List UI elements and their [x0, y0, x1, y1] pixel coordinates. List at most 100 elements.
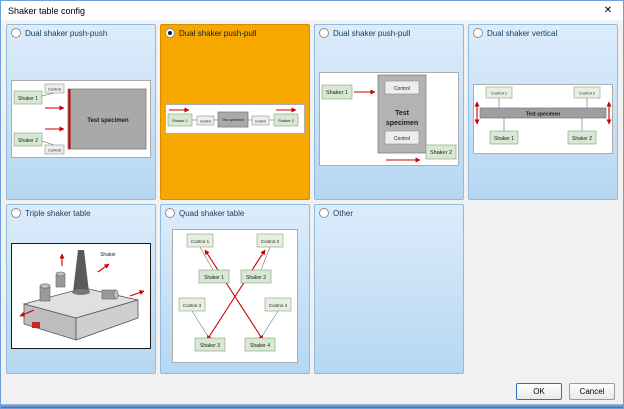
option-label: Other	[333, 208, 354, 218]
control-box	[44, 83, 65, 94]
diagram-triple-shaker-svg: Shaker	[19, 250, 145, 341]
diagram-dual-push-push-svg: Test specimen Shaker 1 Control Shaker 2 …	[13, 83, 147, 155]
shaker1-label: Shaker 1	[494, 136, 514, 142]
control3-box	[178, 297, 206, 312]
shaker2-box	[567, 130, 597, 145]
shaker2-box	[273, 113, 299, 127]
option-grid: Dual shaker push-push Test specimen Shak…	[1, 20, 623, 378]
diagram-quad-shaker: Control 1 Control 2 Shaker 1 Shaker 2 Co…	[172, 229, 298, 363]
shaker4-box	[244, 337, 276, 352]
control-label: Control	[200, 120, 212, 124]
table-side-face	[75, 299, 139, 341]
control1-box	[485, 86, 513, 99]
window-title: Shaker table config	[8, 5, 86, 16]
diagram-dual-vertical: Control 1 Control 2 Test specimen Shaker…	[473, 84, 613, 154]
diagram-dual-push-pull-inline-svg: Shaker 1 Control Test specimen Control S…	[167, 107, 299, 128]
control-label: Control	[394, 136, 410, 142]
option-card-dual-shaker-push-pull-2[interactable]: Dual shaker push-pull Control Test speci…	[314, 24, 464, 200]
window-bottom-border	[1, 404, 623, 408]
card-head: Triple shaker table	[7, 205, 155, 219]
shaker2-label: Shaker 2	[572, 136, 592, 142]
shaker2-label: Shaker 2	[278, 118, 295, 123]
radio-other[interactable]	[319, 208, 329, 218]
shaker1-box	[167, 113, 193, 127]
card-head: Other	[315, 205, 463, 219]
test-specimen-label: Test specimen	[87, 118, 129, 124]
control4-box	[264, 297, 292, 312]
control1-box	[186, 233, 214, 248]
option-card-dual-shaker-push-pull-selected[interactable]: Dual shaker push-pull Shaker 1 Control T…	[160, 24, 310, 200]
option-label: Dual shaker push-push	[25, 28, 108, 38]
control1-label: Control 1	[191, 239, 210, 244]
diagram-triple-shaker: Shaker	[11, 243, 151, 349]
shaker1-box	[321, 84, 353, 100]
control-box	[44, 144, 65, 155]
radio-triple-shaker-table[interactable]	[11, 208, 21, 218]
specimen-label: specimen	[386, 120, 418, 127]
shaker3-box	[194, 337, 226, 352]
card-head: Quad shaker table	[161, 205, 309, 219]
ok-button[interactable]: OK	[516, 382, 562, 400]
test-label: Test	[395, 110, 410, 117]
test-specimen-label: Test specimen	[526, 112, 560, 118]
option-card-quad-shaker-table[interactable]: Quad shaker table Control 1 Control 2 Sh…	[160, 204, 310, 374]
control1-label: Control 1	[491, 91, 508, 96]
control-box	[196, 115, 215, 126]
close-button[interactable]: ✕	[593, 1, 623, 20]
control-label: Control	[48, 87, 61, 92]
titlebar: Shaker table config ✕	[1, 1, 623, 20]
option-label: Quad shaker table	[179, 208, 245, 218]
control-box	[384, 130, 420, 145]
control-label: Control	[48, 148, 61, 153]
card-head: Dual shaker push-pull	[161, 25, 309, 39]
control-box	[251, 115, 270, 126]
radio-dual-shaker-push-push[interactable]	[11, 28, 21, 38]
logo-mark	[32, 322, 40, 328]
radio-dual-shaker-push-pull-2[interactable]	[319, 28, 329, 38]
card-head: Dual shaker push-push	[7, 25, 155, 39]
diagram-dual-push-pull-tower-svg: Control Test specimen Control Shaker 1 S…	[321, 74, 457, 163]
shaker1-label: Shaker 1	[172, 118, 189, 123]
radio-quad-shaker-table[interactable]	[165, 208, 175, 218]
control2-box	[573, 86, 601, 99]
shaker2-box	[13, 132, 43, 147]
option-label: Dual shaker vertical	[487, 28, 558, 38]
shaker2-label: Shaker 2	[18, 138, 38, 144]
shaker1-label: Shaker 1	[326, 90, 348, 96]
shaker1-box	[198, 269, 230, 284]
control-box	[384, 80, 420, 95]
shaker1-label: Shaker 1	[204, 275, 224, 281]
shaker1-box	[489, 130, 519, 145]
option-card-other[interactable]: Other	[314, 204, 464, 374]
option-card-dual-shaker-push-push[interactable]: Dual shaker push-push Test specimen Shak…	[6, 24, 156, 200]
radio-dual-shaker-push-pull-selected[interactable]	[165, 28, 175, 38]
diagram-dual-push-pull-inline: Shaker 1 Control Test specimen Control S…	[165, 104, 305, 134]
card-head: Dual shaker push-pull	[315, 25, 463, 39]
test-specimen-label: Test specimen	[222, 118, 244, 122]
radio-dual-shaker-vertical[interactable]	[473, 28, 483, 38]
option-label: Dual shaker push-pull	[179, 28, 257, 38]
shaker1-box	[13, 90, 43, 105]
control-label: Control	[255, 120, 267, 124]
shaker2-box	[425, 144, 457, 160]
option-label: Dual shaker push-pull	[333, 28, 411, 38]
diagram-quad-shaker-svg: Control 1 Control 2 Shaker 1 Shaker 2 Co…	[178, 233, 292, 352]
control3-label: Control 3	[183, 303, 202, 308]
shaker4-label: Shaker 4	[250, 343, 270, 349]
control2-label: Control 2	[579, 91, 596, 96]
option-card-triple-shaker-table[interactable]: Triple shaker table	[6, 204, 156, 374]
card-head: Dual shaker vertical	[469, 25, 617, 39]
option-card-dual-shaker-vertical[interactable]: Dual shaker vertical Control 1 Control 2…	[468, 24, 618, 200]
test-specimen-box	[67, 88, 147, 150]
test-specimen-box	[217, 111, 249, 128]
shaker2-box	[240, 269, 272, 284]
specimen-base	[72, 289, 90, 295]
shaker2-label: Shaker 2	[246, 275, 266, 281]
control-label: Control	[394, 86, 410, 92]
shaker2-label: Shaker 2	[430, 150, 452, 156]
control4-label: Control 4	[269, 303, 288, 308]
diagram-dual-push-pull-tower: Control Test specimen Control Shaker 1 S…	[319, 72, 459, 166]
cancel-button[interactable]: Cancel	[569, 382, 615, 400]
test-specimen-bar	[479, 107, 607, 119]
